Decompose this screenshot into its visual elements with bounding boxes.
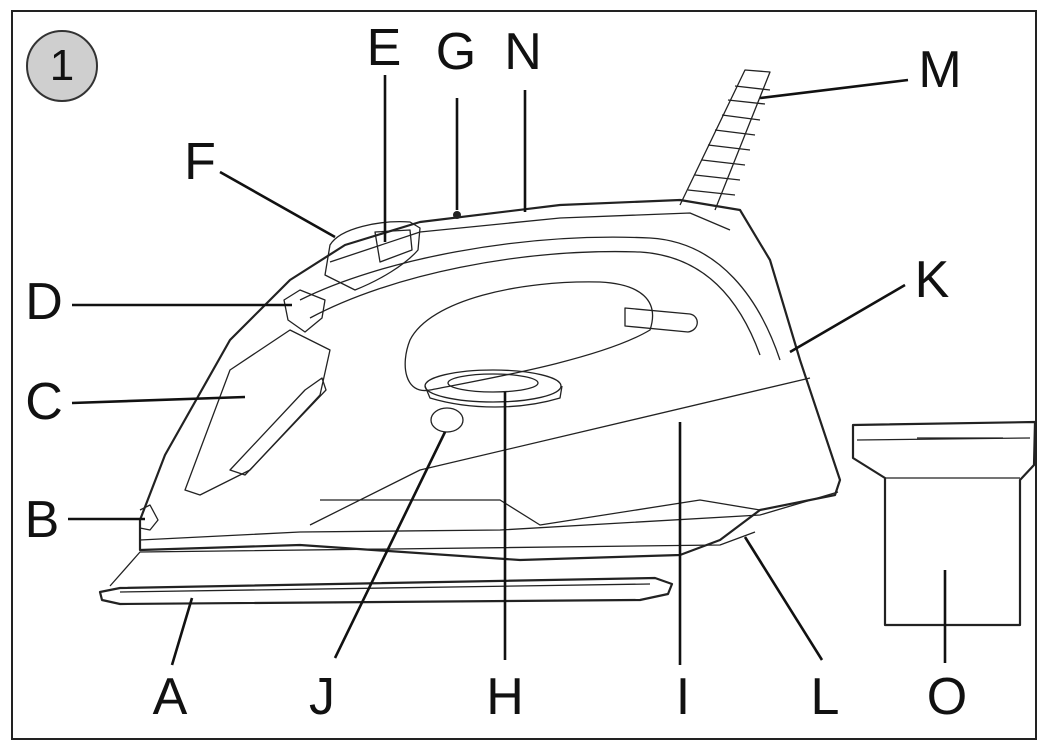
label-l: L: [810, 668, 840, 726]
label-b: B: [24, 491, 60, 549]
label-c: C: [25, 373, 63, 431]
figure-number: 1: [49, 41, 75, 90]
leader-c: [71, 395, 246, 405]
measuring-cup: [851, 420, 1037, 627]
leader-f: [219, 170, 336, 239]
label-e: E: [366, 19, 402, 77]
label-i: I: [675, 668, 691, 726]
label-f: F: [184, 133, 216, 191]
label-j: J: [309, 668, 335, 726]
label-n: N: [504, 23, 542, 81]
leader-k: [789, 283, 906, 354]
figure-number-badge: 1: [26, 30, 98, 102]
iron-body: [138, 69, 842, 562]
label-a: A: [152, 668, 188, 726]
label-g: G: [435, 23, 477, 81]
leader-lines: [68, 75, 947, 666]
leader-a: [170, 597, 194, 666]
label-m: M: [918, 41, 962, 99]
label-d: D: [25, 273, 63, 331]
leader-l: [743, 536, 824, 661]
label-h: H: [486, 668, 524, 726]
soleplate: [98, 531, 756, 606]
label-k: K: [914, 251, 950, 309]
label-o: O: [926, 668, 968, 726]
leader-j: [333, 431, 447, 659]
leader-m: [759, 78, 909, 100]
